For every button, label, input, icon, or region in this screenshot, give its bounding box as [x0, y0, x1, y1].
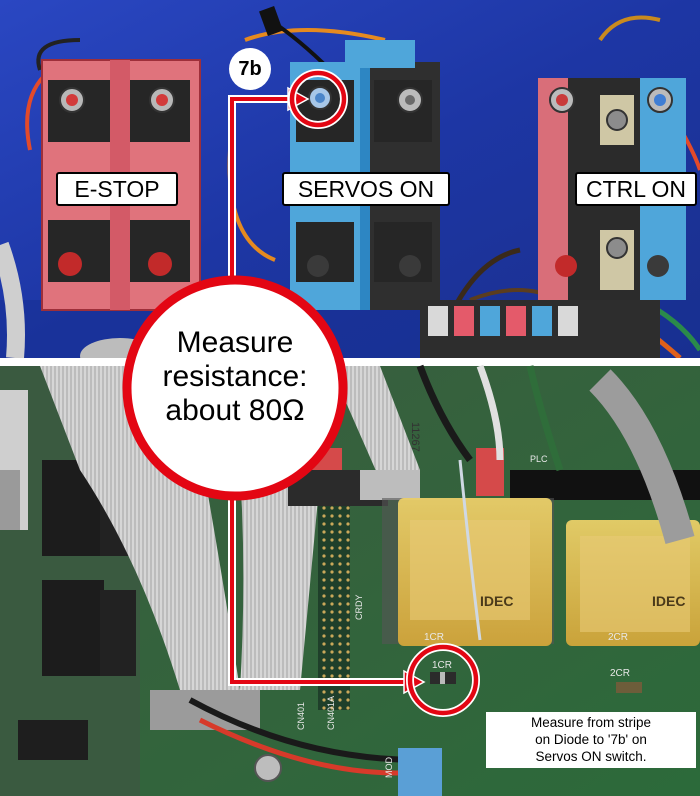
diode-1cr	[430, 672, 456, 684]
note-line-1: Measure from stripe	[530, 715, 652, 730]
top-photo	[0, 0, 700, 374]
servos-on-label: SERVOS ON	[282, 172, 450, 206]
relay-1	[382, 498, 554, 646]
measurement-annotation	[122, 69, 480, 717]
silk-relay-1cr: 1CR	[424, 632, 444, 643]
silk-cn401: CN401	[296, 702, 306, 730]
callout-line-3: about 80Ω	[165, 394, 305, 427]
ctrl-on-label: CTRL ON	[575, 172, 697, 206]
callout-text: Measure resistance: about 80Ω	[138, 326, 332, 428]
estop-label: E-STOP	[56, 172, 178, 206]
note-line-3: Servos ON switch.	[535, 749, 647, 764]
silk-crdy: CRDY	[354, 594, 364, 620]
silk-mod: MOD	[384, 757, 394, 778]
silk-cn401a: CN401A	[326, 696, 336, 730]
callout-line-2: resistance:	[162, 360, 308, 393]
callout-line-1: Measure	[176, 326, 294, 359]
terminal-7b-tag: 7b	[229, 48, 271, 90]
measurement-note: Measure from stripe on Diode to '7b' on …	[486, 712, 696, 768]
relay-2	[566, 520, 700, 646]
silk-relay-2cr: 2CR	[608, 632, 628, 643]
relay-brand-1: IDEC	[480, 593, 513, 609]
silk-diode-1cr: 1CR	[432, 660, 452, 671]
relay-brand-2: IDEC	[652, 593, 685, 609]
ribbon-code: 11267	[409, 422, 421, 452]
note-line-2: on Diode to '7b' on	[535, 732, 647, 747]
silk-plc: PLC	[530, 454, 548, 464]
silk-diode-2cr: 2CR	[610, 668, 630, 679]
callout-circle	[122, 275, 348, 501]
